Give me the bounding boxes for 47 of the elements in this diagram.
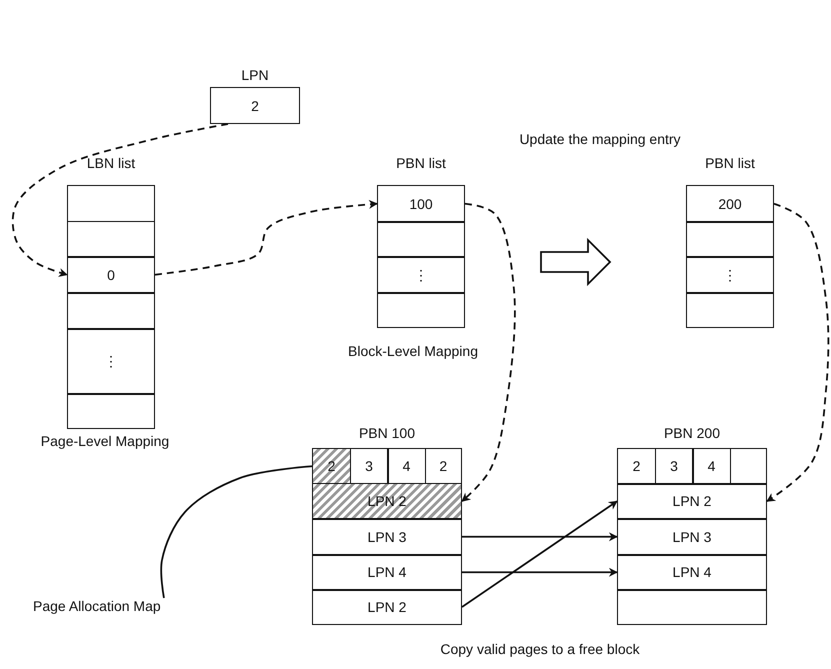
- empty-cell: [686, 292, 774, 328]
- arrow: [462, 568, 618, 577]
- dashed-arrow: [461, 202, 516, 502]
- empty-cell: [67, 292, 155, 330]
- arrow: [462, 532, 618, 542]
- table-heading: PBN 100: [358, 424, 416, 443]
- caption-text: Block-Level Mapping: [347, 343, 479, 359]
- empty-cell: [67, 185, 155, 222]
- table-cell: 200: [686, 185, 774, 222]
- caption-text: Page-Level Mapping: [40, 433, 170, 449]
- dashed-arrow: [12, 123, 228, 277]
- table-heading: PBN 200: [662, 424, 722, 443]
- box-heading: LPN: [240, 66, 270, 85]
- table-cell: LPN 4: [617, 554, 767, 590]
- table-cell: LPN 2: [312, 483, 462, 520]
- caption-text: Copy valid pages to a free block: [439, 641, 641, 657]
- empty-cell: [67, 221, 155, 258]
- table-cell: 3: [654, 448, 694, 484]
- table-cell: 0: [67, 256, 155, 294]
- table-cell: LPN 4: [312, 554, 462, 590]
- dashed-arrow: [154, 200, 378, 276]
- table-cell: ⋮: [377, 256, 465, 294]
- empty-cell: [67, 393, 155, 429]
- empty-cell: [617, 589, 767, 625]
- leader-line: [160, 465, 312, 598]
- table-heading: PBN list: [395, 154, 447, 173]
- empty-cell: [686, 221, 774, 258]
- dashed-arrow: [766, 202, 830, 502]
- table-cell: ⋮: [67, 328, 155, 394]
- table-cell: 2: [312, 448, 351, 484]
- table-heading: LBN list: [86, 154, 136, 173]
- table-cell: 4: [692, 448, 731, 484]
- table-cell: LPN 3: [312, 518, 462, 556]
- note-text: Update the mapping entry: [518, 131, 682, 147]
- table-cell: LPN 2: [617, 483, 767, 520]
- table-cell: 2: [617, 448, 656, 484]
- table-cell: 100: [377, 185, 465, 222]
- table-cell: ⋮: [686, 256, 774, 294]
- table-heading: PBN list: [704, 154, 756, 173]
- table-cell: LPN 2: [312, 589, 462, 625]
- arrow: [462, 500, 618, 608]
- value-box: 2: [210, 87, 300, 124]
- empty-cell: [730, 448, 767, 484]
- empty-cell: [377, 292, 465, 328]
- callout-text: Page Allocation Map: [33, 598, 168, 618]
- table-cell: LPN 3: [617, 518, 767, 556]
- empty-cell: [377, 221, 465, 258]
